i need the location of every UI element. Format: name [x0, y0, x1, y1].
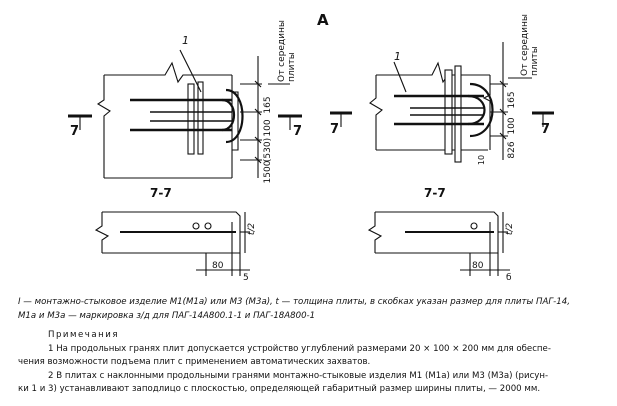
left-dim-100: 100 [263, 119, 273, 136]
right-dim-100: 100 [507, 117, 517, 134]
left-section-marker-2: 7 [293, 124, 302, 139]
section-right-half-thickness: t/2 [505, 223, 515, 236]
left-plan-view: 1 165 100 (530) 1500 От середины плиты 7… [68, 20, 302, 183]
notes-line-1: 1 На продольных гранях плит допускается … [48, 343, 551, 354]
right-mid-label-top: От середины [520, 14, 530, 76]
notes-line-2: чения возможности подъема плит с примене… [18, 357, 371, 367]
left-dim-165: 165 [263, 96, 273, 113]
right-leader-label: 1 [394, 50, 401, 63]
caption-line-1: I — монтажно-стыковое изделие М1(М1а) ил… [18, 297, 570, 307]
section-left-dim-a: 80 [212, 261, 224, 271]
notes-line-4: ки 1 и 3) устанавливают заподлицо с плос… [18, 384, 541, 394]
section-right-title: 7-7 [424, 186, 446, 200]
figure-caption: I — монтажно-стыковое изделие М1(М1а) ил… [18, 295, 570, 323]
section-left-half-thickness: t/2 [247, 223, 257, 236]
left-dim-1500: 1500 [263, 160, 273, 183]
right-section-marker-2: 7 [541, 122, 550, 137]
left-section-marker-1: 7 [70, 124, 79, 139]
section-right-dim-a: 80 [472, 261, 484, 271]
section-left-dim-b: 5 [243, 273, 249, 283]
left-leader-label: 1 [182, 34, 189, 47]
right-dim-826: 826 [507, 141, 517, 158]
left-mid-label-bottom: плиты [287, 52, 297, 82]
left-dim-530: (530) [263, 138, 273, 162]
notes-line-3: 2 В плитах с наклонными продольными гран… [48, 370, 549, 381]
section-left: 7-7 t/2 80 5 [94, 186, 257, 283]
caption-line-2: М1а и М3а — маркировка з/д для ПАГ-14А80… [18, 311, 316, 321]
notes-block: Примечания 1 На продольных гранях плит д… [18, 329, 608, 397]
section-left-title: 7-7 [150, 186, 172, 200]
section-right-dim-b: б [506, 273, 512, 283]
section-right: 7-7 t/2 80 б [367, 186, 515, 283]
notes-heading: Примечания [48, 330, 119, 340]
right-dim-small: 10 [477, 155, 486, 165]
right-mid-label-bottom: плиты [530, 46, 540, 76]
left-mid-label-top: От середины [277, 20, 287, 82]
right-plan-view: 1 165 100 826 10 От середины плиты 7 7 [330, 14, 554, 165]
right-section-marker-1: 7 [330, 122, 339, 137]
right-dim-165: 165 [507, 91, 517, 108]
sheet-letter: А [317, 11, 329, 29]
